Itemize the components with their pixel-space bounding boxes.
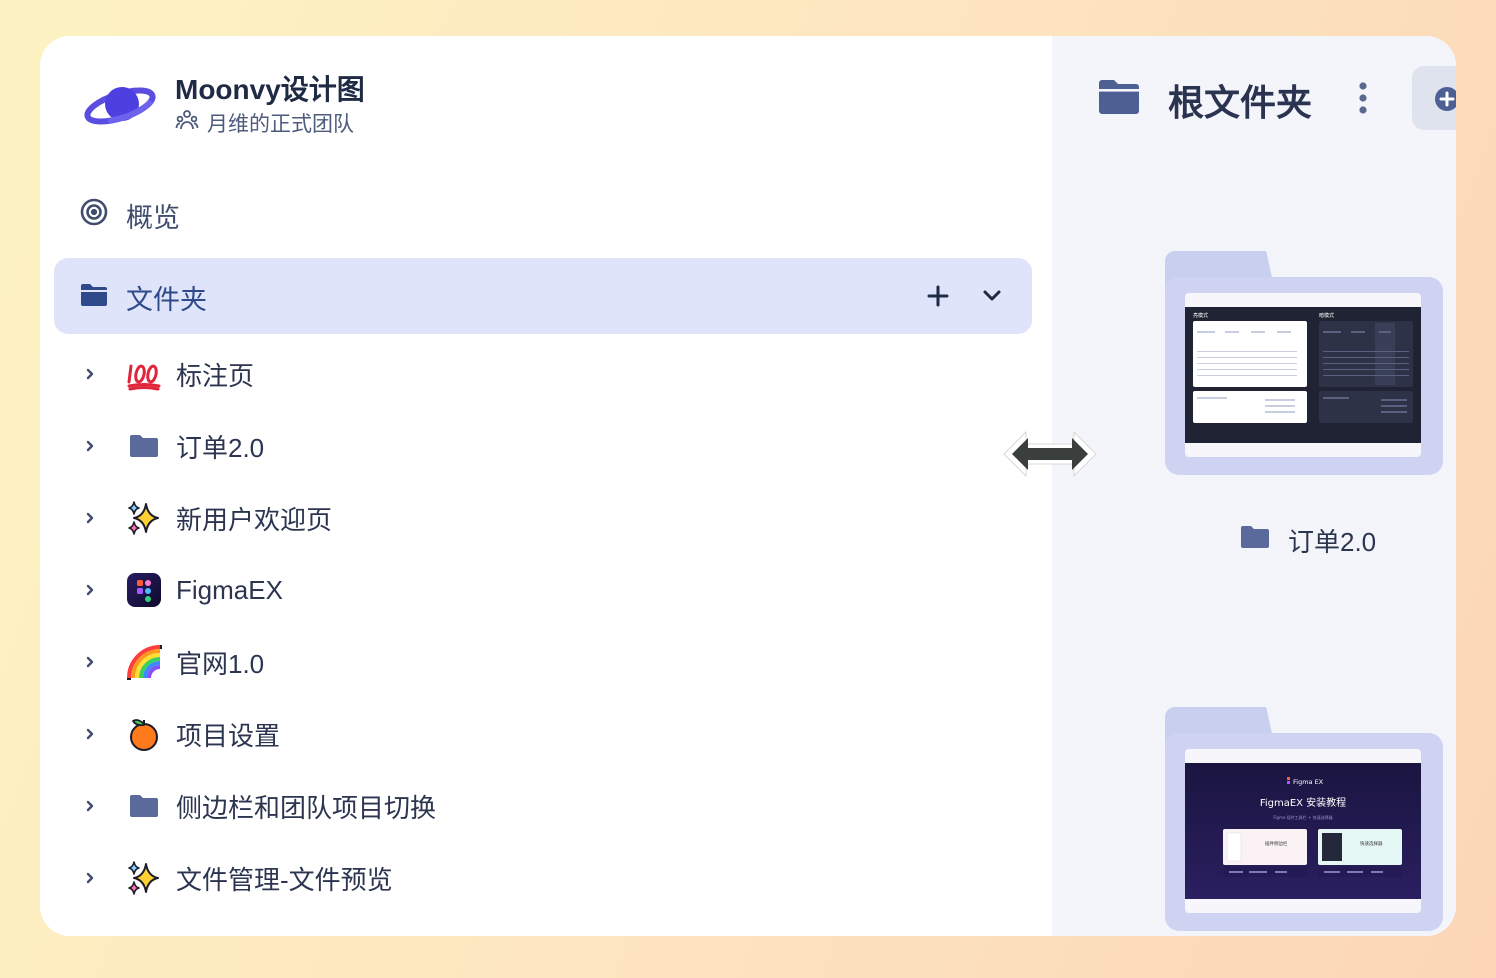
team-members-icon bbox=[175, 108, 199, 138]
preview-card-left: 插件侧边栏 bbox=[1265, 840, 1288, 847]
tree-item[interactable]: 侧边栏和团队项目切换 bbox=[80, 781, 1020, 831]
folder-icon bbox=[1098, 78, 1140, 121]
more-vertical-icon[interactable] bbox=[1348, 78, 1378, 118]
tree-item-label: 订单2.0 bbox=[176, 432, 265, 463]
folder-icon bbox=[126, 788, 162, 824]
resize-handle[interactable] bbox=[1000, 424, 1100, 484]
tree-item-label: 官网1.0 bbox=[176, 648, 265, 679]
tree-item-label: 新用户欢迎页 bbox=[176, 504, 333, 535]
preview-subheading: Figma 插件工具栏 + 快速选择器 bbox=[1273, 814, 1332, 820]
preview-card-right: 快速选择器 bbox=[1360, 840, 1383, 847]
folder-preview: Figma EX FigmaEX 安装教程 Figma 插件工具栏 + 快速选择… bbox=[1185, 749, 1421, 913]
folder-icon bbox=[126, 428, 162, 464]
preview-thumbnail-dark-light-modes: 亮模式 暗模式 bbox=[1185, 307, 1421, 443]
folder-icon bbox=[1240, 524, 1270, 557]
preview-thumbnail-figmaex: Figma EX FigmaEX 安装教程 Figma 插件工具栏 + 快速选择… bbox=[1185, 763, 1421, 899]
tree-item-label: FigmaEX bbox=[176, 574, 283, 605]
tree-item-label: 文件管理-文件预览 bbox=[176, 864, 393, 895]
chevron-right-icon[interactable] bbox=[80, 580, 100, 600]
preview-heading: FigmaEX 安装教程 bbox=[1260, 796, 1346, 809]
folder-icon bbox=[80, 282, 108, 313]
root-folder-title: 根文件夹 bbox=[1168, 82, 1313, 123]
horizontal-resize-cursor-icon bbox=[1000, 430, 1100, 488]
tangerine-emoji bbox=[126, 716, 162, 752]
folder-card-label-text: 订单2.0 bbox=[1288, 527, 1377, 557]
planet-icon[interactable] bbox=[84, 80, 156, 128]
hundred-points-emoji bbox=[126, 356, 162, 392]
folder-card-label[interactable]: 订单2.0 bbox=[1240, 522, 1376, 559]
tree-item-label: 侧边栏和团队项目切换 bbox=[176, 792, 437, 823]
sparkles-emoji bbox=[126, 860, 162, 896]
nav-folders-label: 文件夹 bbox=[126, 285, 207, 315]
team-subtitle[interactable]: 月维的正式团队 bbox=[175, 108, 354, 138]
tree-item[interactable]: 新用户欢迎页 bbox=[80, 493, 1020, 543]
sparkles-emoji bbox=[126, 500, 162, 536]
figmaex-app-icon bbox=[126, 572, 162, 608]
preview-light-heading: 亮模式 bbox=[1193, 312, 1208, 319]
tree-item[interactable]: 文件管理-文件预览 bbox=[80, 853, 1020, 903]
app-window: Moonvy设计图 月维的正式团队 bbox=[40, 36, 1456, 936]
folder-card-figmaex[interactable]: Figma EX FigmaEX 安装教程 Figma 插件工具栏 + 快速选择… bbox=[1165, 707, 1443, 931]
preview-dark-heading: 暗模式 bbox=[1319, 312, 1334, 319]
rainbow-emoji bbox=[126, 644, 162, 680]
preview-brand: Figma EX bbox=[1293, 778, 1324, 786]
chevron-right-icon[interactable] bbox=[80, 796, 100, 816]
tree-item[interactable]: 标注页 bbox=[80, 349, 1020, 399]
team-name[interactable]: Moonvy设计图 bbox=[175, 74, 365, 105]
tree-item[interactable]: 项目设置 bbox=[80, 709, 1020, 759]
chevron-right-icon[interactable] bbox=[80, 508, 100, 528]
chevron-right-icon[interactable] bbox=[80, 436, 100, 456]
nav-overview[interactable]: 概览 bbox=[80, 196, 180, 235]
add-button[interactable] bbox=[1412, 66, 1456, 130]
chevron-down-icon[interactable] bbox=[976, 280, 1008, 312]
tree-item-label: 标注页 bbox=[176, 360, 255, 391]
team-subtitle-text: 月维的正式团队 bbox=[207, 113, 354, 136]
nav-overview-label: 概览 bbox=[126, 203, 180, 233]
chevron-right-icon[interactable] bbox=[80, 868, 100, 888]
tree-item[interactable]: FigmaEX bbox=[80, 565, 1020, 615]
add-folder-button[interactable] bbox=[922, 280, 954, 312]
chevron-right-icon[interactable] bbox=[80, 652, 100, 672]
folder-card-order[interactable]: 亮模式 暗模式 bbox=[1165, 251, 1443, 475]
chevron-right-icon[interactable] bbox=[80, 364, 100, 384]
chevron-right-icon[interactable] bbox=[80, 724, 100, 744]
sidebar: Moonvy设计图 月维的正式团队 bbox=[40, 36, 1052, 936]
target-icon bbox=[80, 198, 108, 233]
nav-folders[interactable]: 文件夹 bbox=[54, 258, 1032, 334]
tree-item[interactable]: 官网1.0 bbox=[80, 637, 1020, 687]
tree-item[interactable]: 订单2.0 bbox=[80, 421, 1020, 471]
tree-item-label: 项目设置 bbox=[176, 720, 281, 751]
folder-content-pane: 根文件夹 亮模式 bbox=[1052, 36, 1456, 936]
plus-circle-icon bbox=[1434, 86, 1456, 117]
folder-preview: 亮模式 暗模式 bbox=[1185, 293, 1421, 457]
